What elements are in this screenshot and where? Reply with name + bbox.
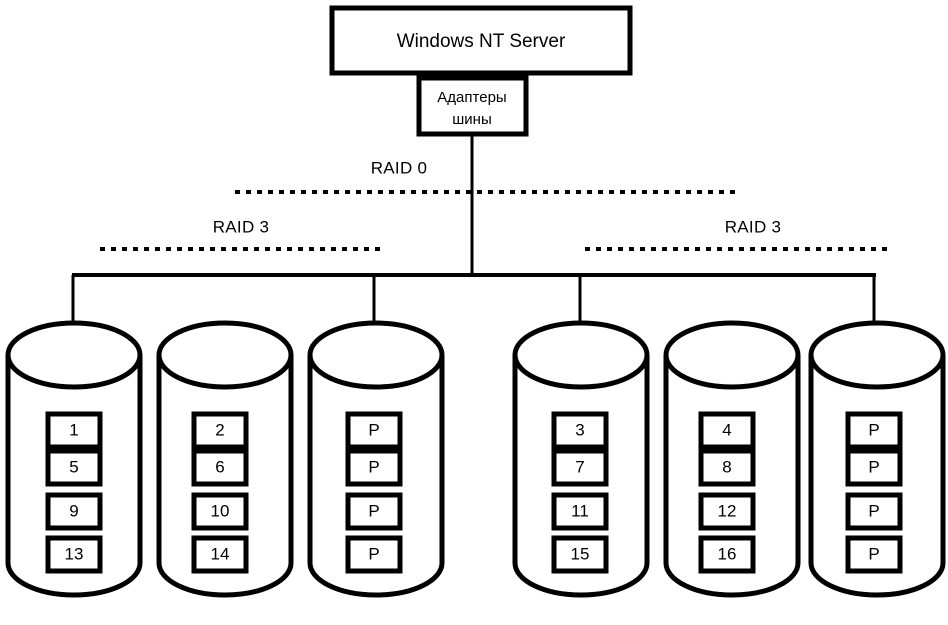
data-block-label: 13 bbox=[65, 544, 84, 563]
data-block-label: P bbox=[868, 457, 879, 476]
data-block bbox=[191, 492, 249, 531]
data-block bbox=[551, 448, 609, 487]
data-block-label: 10 bbox=[211, 501, 230, 520]
data-block-label: 2 bbox=[215, 420, 224, 439]
data-block bbox=[345, 448, 403, 487]
data-block bbox=[45, 411, 103, 450]
data-block bbox=[45, 535, 103, 574]
disk-4-top-ellipse bbox=[512, 354, 650, 390]
disk-3-blocks: P P P P bbox=[345, 411, 403, 574]
data-block-label: P bbox=[368, 501, 379, 520]
data-block-label: P bbox=[868, 420, 879, 439]
data-block bbox=[191, 448, 249, 487]
disk-6-blocks: P P P P bbox=[845, 411, 903, 574]
raid3-right-label: RAID 3 bbox=[725, 217, 782, 236]
server-box bbox=[329, 5, 633, 76]
data-block bbox=[345, 411, 403, 450]
disk-2-blocks: 2 6 10 14 bbox=[191, 411, 249, 574]
data-block-label: P bbox=[868, 544, 879, 563]
data-block bbox=[551, 411, 609, 450]
data-block bbox=[551, 492, 609, 531]
data-block-label: 12 bbox=[718, 501, 737, 520]
data-block-label: 4 bbox=[722, 420, 731, 439]
bus-adapter-node: Адаптеры шины bbox=[416, 75, 529, 137]
server-label: Windows NT Server bbox=[397, 31, 566, 52]
data-block bbox=[845, 411, 903, 450]
data-block-label: P bbox=[368, 544, 379, 563]
raid0-label: RAID 0 bbox=[371, 158, 428, 177]
data-block-label: 5 bbox=[69, 457, 78, 476]
raid3-right-boundary: RAID 3 bbox=[585, 217, 892, 251]
data-block-label: 16 bbox=[718, 544, 737, 563]
data-block bbox=[698, 535, 756, 574]
data-block-label: P bbox=[368, 457, 379, 476]
disk-1-blocks: 1 5 9 13 bbox=[45, 411, 103, 574]
disk-3-top-ellipse bbox=[307, 354, 445, 390]
data-block bbox=[551, 535, 609, 574]
raid0-boundary: RAID 0 bbox=[235, 158, 737, 194]
server-node: Windows NT Server bbox=[329, 5, 633, 76]
raid3-left-label: RAID 3 bbox=[213, 217, 270, 236]
data-block-label: 15 bbox=[571, 544, 590, 563]
data-block bbox=[345, 492, 403, 531]
disk-4-blocks: 3 7 11 15 bbox=[551, 411, 609, 574]
data-block-label: 9 bbox=[69, 501, 78, 520]
data-block bbox=[698, 492, 756, 531]
disk-5-blocks: 4 8 12 16 bbox=[698, 411, 756, 574]
data-block bbox=[45, 448, 103, 487]
data-block bbox=[845, 448, 903, 487]
data-block-label: 6 bbox=[215, 457, 224, 476]
data-block bbox=[191, 411, 249, 450]
data-block-label: 14 bbox=[211, 544, 230, 563]
data-block bbox=[45, 492, 103, 531]
data-block bbox=[191, 535, 249, 574]
data-block bbox=[845, 492, 903, 531]
data-block bbox=[698, 448, 756, 487]
disk-5-top-ellipse bbox=[663, 354, 801, 390]
raid3-left-boundary: RAID 3 bbox=[100, 217, 380, 251]
data-block-label: P bbox=[368, 420, 379, 439]
bus-adapter-label-line2: шины bbox=[452, 111, 491, 128]
data-block bbox=[698, 411, 756, 450]
data-block-label: 8 bbox=[722, 457, 731, 476]
data-block-label: 7 bbox=[575, 457, 584, 476]
data-block-label: 11 bbox=[571, 501, 589, 520]
data-block-label: 3 bbox=[575, 420, 584, 439]
data-block bbox=[345, 535, 403, 574]
data-block-label: 1 bbox=[69, 420, 78, 439]
data-block bbox=[845, 535, 903, 574]
bus-adapter-label-line1: Адаптеры bbox=[437, 89, 506, 106]
data-block-label: P bbox=[868, 501, 879, 520]
disk-6-top-ellipse bbox=[808, 354, 946, 390]
disk-2-top-ellipse bbox=[156, 354, 294, 390]
disk-1-top-ellipse bbox=[5, 354, 143, 390]
